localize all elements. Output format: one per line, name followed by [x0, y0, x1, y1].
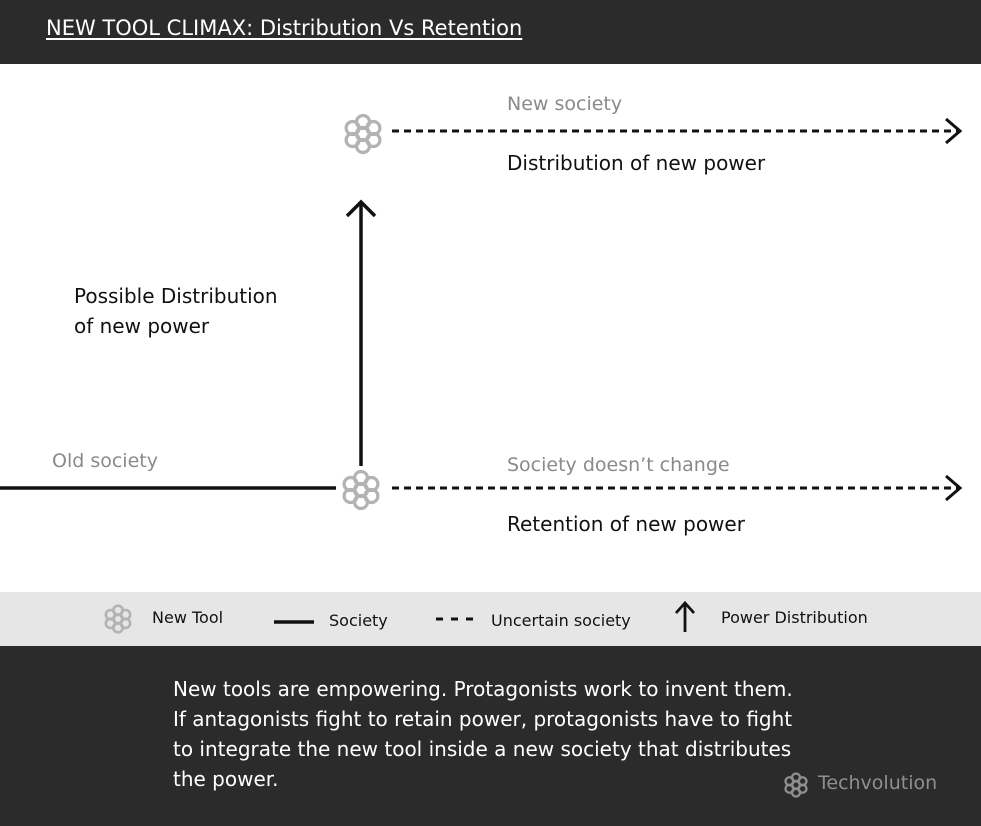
header-bar: NEW TOOL CLIMAX: Distribution Vs Retenti…	[0, 0, 981, 64]
new-tool-icon-bottom	[342, 469, 380, 511]
new-tool-icon	[104, 604, 132, 634]
dashed-line-icon	[436, 617, 478, 621]
arrow-up-icon	[674, 600, 696, 632]
retention-label: Retention of new power	[507, 512, 745, 536]
page-title: NEW TOOL CLIMAX: Distribution Vs Retenti…	[46, 16, 523, 40]
legend-uncertain-society-label: Uncertain society	[491, 611, 631, 630]
solid-line-icon	[274, 620, 314, 624]
diagram: New society Distribution of new power Po…	[0, 64, 981, 592]
diagram-lines	[0, 113, 963, 511]
old-society-label: Old society	[52, 450, 158, 472]
new-society-label: New society	[507, 93, 623, 115]
techvolution-logo-icon	[784, 772, 808, 798]
footer: New tools are empowering. Protagonists w…	[0, 646, 981, 826]
legend: New Tool Society Uncertain society Power…	[0, 592, 981, 646]
no-change-arrowhead	[945, 474, 963, 502]
footer-description: New tools are empowering. Protagonists w…	[173, 677, 793, 791]
legend-uncertain-society: Uncertain society	[436, 592, 666, 646]
legend-power-distribution-label: Power Distribution	[721, 608, 868, 627]
legend-power-distribution: Power Distribution	[672, 592, 902, 646]
distribution-label: Distribution of new power	[507, 151, 766, 175]
legend-new-tool: New Tool	[100, 592, 260, 646]
possible-distribution-label: Possible Distribution of new power	[74, 281, 278, 341]
power-distribution-arrowhead	[345, 199, 377, 218]
legend-new-tool-label: New Tool	[152, 608, 224, 627]
possible-distribution-line2: of new power	[74, 314, 210, 338]
no-change-label: Society doesn’t change	[507, 454, 730, 476]
brand-name: Techvolution	[818, 772, 938, 794]
new-tool-icon-top	[344, 113, 382, 155]
legend-society: Society	[274, 592, 414, 646]
legend-society-label: Society	[329, 611, 388, 630]
new-society-arrowhead	[945, 117, 963, 145]
possible-distribution-line1: Possible Distribution	[74, 284, 278, 308]
